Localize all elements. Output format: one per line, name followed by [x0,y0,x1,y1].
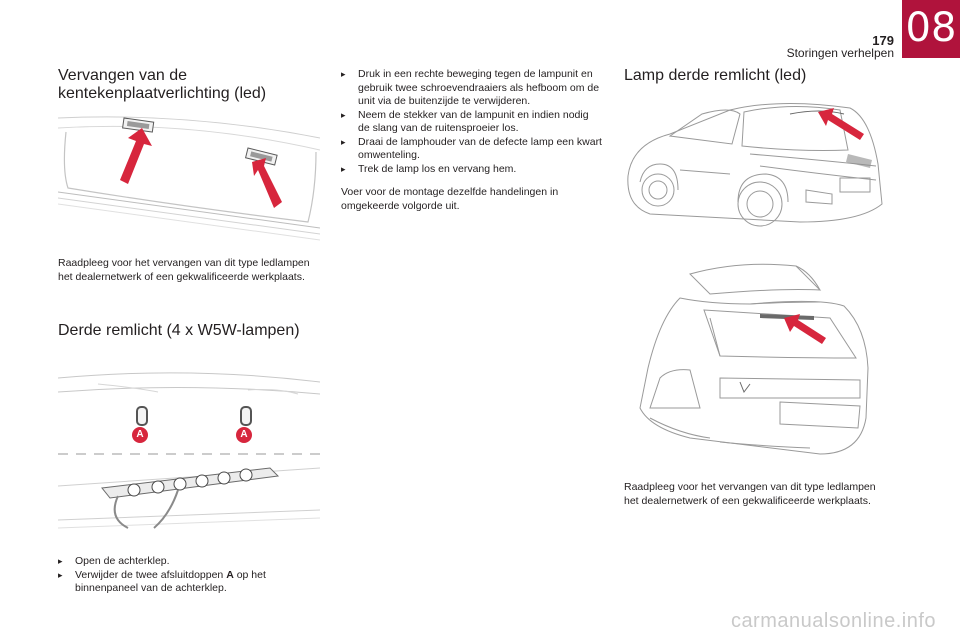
instruction-item: ▸ Open de achterklep. [58,555,323,569]
section-title-led-brake-light: Lamp derde remlicht (led) [624,67,807,84]
section-license-plate-light: Vervangen van de kentekenplaatverlichtin… [58,67,328,103]
cap-a-right [240,406,252,426]
instruction-text: Neem de stekker van de lampunit en indie… [358,108,589,135]
arrow-icon [252,158,282,208]
chapter-title: Storingen verhelpen [786,46,894,60]
col2-closing-paragraph: Voer voor de montage dezelfde handelinge… [341,186,559,212]
arrow-bullet-icon: ▸ [341,136,346,147]
marker-a-left: A [132,427,148,443]
arrow-bullet-icon: ▸ [341,109,346,120]
chapter-number-badge: 08 [902,0,960,58]
car-tailgate-open-illustration [620,258,890,464]
instruction-text: Open de achterklep. [75,555,170,567]
page-number: 179 [872,33,894,48]
instruction-text: Draai de lamphouder van de defecte lamp … [358,135,602,162]
col2-instruction-list: ▸ Druk in een rechte beweging tegen de la… [341,68,603,176]
instruction-text: Druk in een rechte beweging tegen de lam… [358,68,600,107]
section-title-line1: Vervangen van de [58,67,187,84]
third-brake-light-illustration: A A [58,368,320,530]
instruction-item: ▸ Trek de lamp los en vervang hem. [341,163,603,177]
arrow-bullet-icon: ▸ [58,569,63,580]
instruction-text: op het binnenpaneel van de achterklep. [75,568,266,595]
section-title-third-brake-light: Derde remlicht (4 x W5W-lampen) [58,322,300,339]
col1-instruction-list: ▸ Open de achterklep. ▸ Verwijder de twe… [58,555,323,596]
marker-a-right: A [236,427,252,443]
instruction-item: ▸ Neem de stekker van de lampunit en indi… [341,109,603,136]
instruction-ref-a: A [226,568,234,581]
cap-a-left [136,406,148,426]
col3-paragraph: Raadpleeg voor het vervangen van dit typ… [624,481,876,507]
section-title-line2: kentekenplaatverlichting (led) [58,85,267,102]
license-plate-light-illustration [58,110,320,242]
instruction-text: Verwijder de twee afsluitdoppen [75,568,227,581]
arrow-icon [818,108,864,140]
watermark: carmanualsonline.info [730,610,936,632]
car-rear-view-illustration [620,94,890,244]
arrow-icon [784,314,826,344]
instruction-item: ▸ Verwijder de twee afsluitdoppen A op h… [58,569,323,596]
arrow-bullet-icon: ▸ [341,69,346,79]
arrow-bullet-icon: ▸ [58,556,63,566]
arrow-icon [120,128,152,184]
instruction-text: Trek de lamp los en vervang hem. [358,162,517,175]
section1-paragraph: Raadpleeg voor het vervangen van dit typ… [58,257,310,283]
instruction-item: ▸ Druk in een rechte beweging tegen de la… [341,68,603,109]
arrow-bullet-icon: ▸ [341,163,346,174]
instruction-item: ▸ Draai de lamphouder van de defecte lamp… [341,136,603,163]
